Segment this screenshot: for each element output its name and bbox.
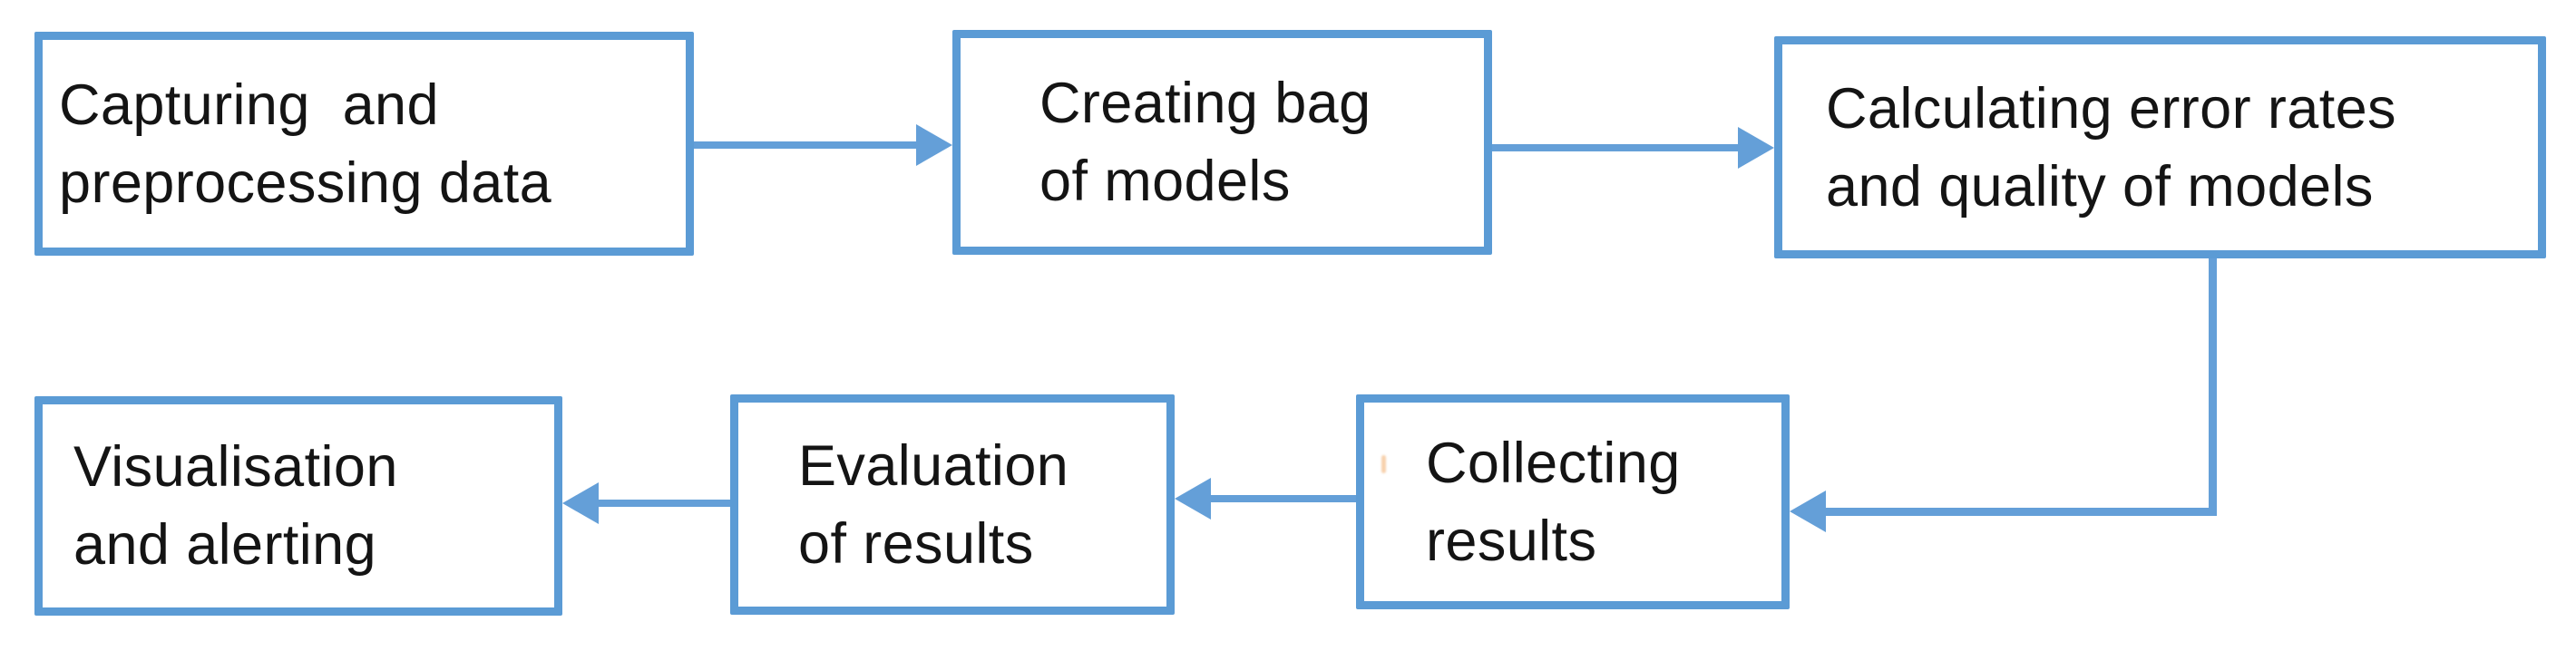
node-label-line: of models [1039,150,1291,213]
arrow-head-right-icon [1738,127,1774,169]
arrow-line [1492,144,1740,151]
node-capturing-and-preprocessing-data: Capturing and preprocessing data [34,32,694,256]
node-creating-bag-of-models: Creating bag of models [952,30,1492,255]
node-visualisation-and-alerting: Visualisation and alerting [34,396,562,616]
arrow-line-horizontal [1826,508,2217,516]
node-label-line: Visualisation [73,435,398,499]
node-label-line: and alerting [73,513,377,577]
arrow-line-vertical [2209,258,2217,516]
arrow-head-left-icon [1790,491,1826,532]
arrow-head-left-icon [1175,478,1211,520]
node-label-line: results [1426,509,1597,573]
arrow-line [597,500,730,507]
node-label-line: Evaluation [798,433,1069,498]
arrow-head-right-icon [916,124,952,166]
arrow-line [694,141,918,149]
node-label-line: preprocessing data [59,151,552,215]
node-label-line: Collecting [1426,431,1681,495]
node-collecting-results: Collecting results [1356,394,1790,609]
node-label-line: and quality of models [1826,154,2374,219]
node-label-line: Creating bag [1039,72,1371,135]
node-label-line: Capturing and [59,73,439,137]
arrow-line [1209,495,1356,502]
node-calculating-error-rates: Calculating error rates and quality of m… [1774,36,2546,258]
node-evaluation-of-results: Evaluation of results [730,394,1175,615]
stray-mark [1381,455,1386,473]
node-label-line: of results [798,511,1034,576]
node-label-line: Calculating error rates [1826,76,2396,141]
arrow-head-left-icon [562,482,599,524]
